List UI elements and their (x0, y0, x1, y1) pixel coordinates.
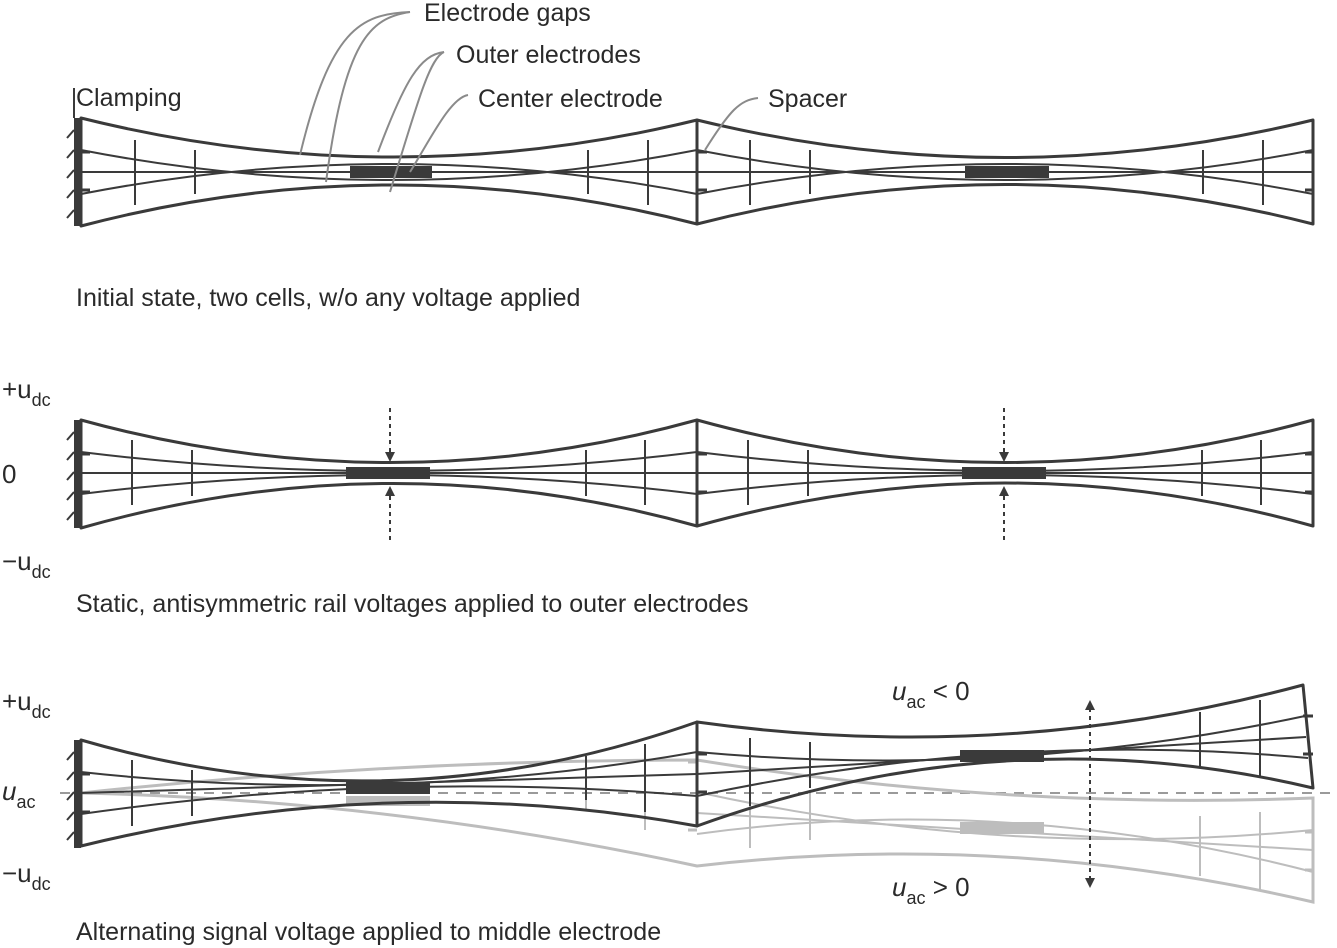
force-arrows (385, 408, 1009, 540)
callout-leaders (299, 11, 759, 193)
center-electrode (346, 782, 430, 794)
ghost-configuration (80, 758, 1315, 904)
rail-label-bottom: −udc (2, 858, 51, 894)
cell-1-left (79, 116, 699, 228)
rail-label-signal: uac (2, 776, 35, 812)
rail-label-top: +udc (2, 374, 51, 410)
label-center-electrode: Center electrode (478, 85, 663, 113)
rail-label-bottom: −udc (2, 546, 51, 582)
center-electrode (962, 467, 1046, 479)
rail-label-zero: 0 (2, 459, 16, 489)
caption-panel-2: Static, antisymmetric rail voltages appl… (76, 590, 749, 618)
rail-label-top: +udc (2, 686, 51, 722)
center-electrode (965, 166, 1049, 178)
caption-panel-3: Alternating signal voltage applied to mi… (76, 918, 661, 946)
cell-3-left (79, 720, 699, 848)
label-outer-electrodes: Outer electrodes (456, 41, 641, 69)
panel-initial-state: Electrode gaps Outer electrodes Center e… (66, 0, 1315, 312)
label-clamping: Clamping (76, 84, 182, 112)
panel-alternating-voltage: uac < 0 uac > 0 +udc uac −udc Alternatin… (2, 676, 1337, 946)
label-spacer: Spacer (768, 85, 847, 113)
clamp-symbol (66, 420, 81, 528)
center-electrode (960, 750, 1044, 762)
center-electrode (346, 467, 430, 479)
clamp-symbol (66, 88, 81, 226)
state-label-positive: uac > 0 (892, 872, 970, 908)
cell-1-right (695, 118, 1315, 226)
label-electrode-gaps: Electrode gaps (424, 0, 591, 27)
cell-3-right (695, 683, 1315, 828)
clamp-symbol (66, 740, 81, 848)
cell-2-left (79, 418, 699, 530)
panel-static-voltage: +udc 0 −udc Static, antisymmetric rail v… (2, 374, 1315, 618)
state-label-negative: uac < 0 (892, 676, 970, 712)
caption-panel-1: Initial state, two cells, w/o any voltag… (76, 284, 580, 312)
oscillation-arrow (1085, 700, 1095, 888)
center-electrode (350, 166, 432, 178)
cell-2-right (695, 418, 1315, 528)
